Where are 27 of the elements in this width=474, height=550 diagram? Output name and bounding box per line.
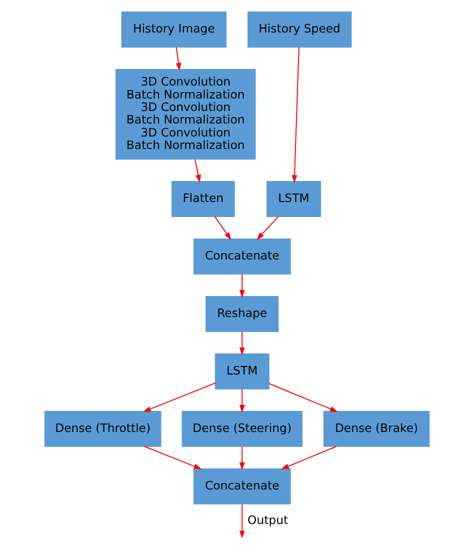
arrow <box>268 383 338 412</box>
arrow <box>194 159 201 183</box>
node-box: Dense (Steering) <box>182 410 302 447</box>
node-box: Concatenate <box>193 238 291 275</box>
arrow <box>143 382 216 412</box>
arrow <box>292 46 300 183</box>
node-box: LSTM <box>214 353 270 390</box>
node-box: Concatenate <box>193 468 291 504</box>
node-box: Dense (Throttle) <box>44 410 162 447</box>
node-box: 3D Convolution Batch Normalization 3D Convolution Batch Normalization 3D Convolution Batch Normalization <box>116 69 256 160</box>
arrow <box>281 446 337 470</box>
node-box: LSTM <box>266 181 321 218</box>
node-box: Reshape <box>206 296 279 332</box>
arrow <box>144 446 202 470</box>
node-box: History Speed <box>247 12 352 48</box>
arrow <box>239 331 245 356</box>
arrow <box>256 216 279 240</box>
arrow <box>239 274 245 298</box>
node-box: Dense (Brake) <box>323 410 430 447</box>
arrow <box>214 216 232 240</box>
node-box: History Image <box>121 12 227 48</box>
arrow <box>239 504 245 538</box>
node-box: Flatten <box>172 181 235 218</box>
arrow <box>176 46 182 71</box>
arrow <box>239 388 245 413</box>
edge-label: Output <box>248 512 288 527</box>
arrow <box>239 446 245 470</box>
